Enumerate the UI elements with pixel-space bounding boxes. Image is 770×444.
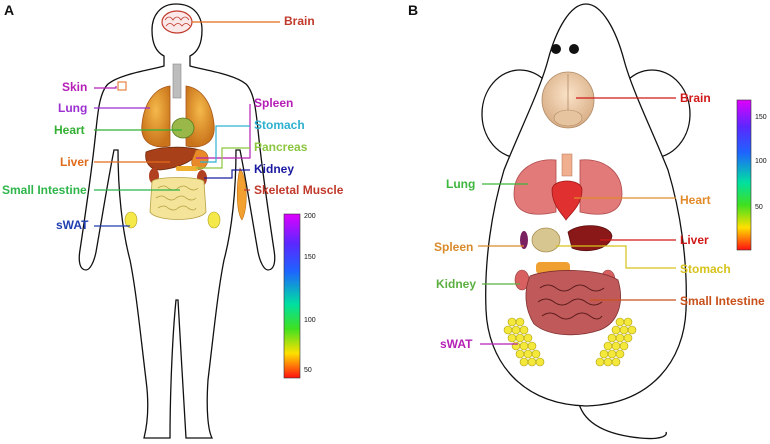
mouse-eye-left (551, 44, 561, 54)
label-a-kidney: Kidney (254, 162, 295, 176)
human-small-intestine (149, 177, 207, 220)
human-heart (171, 117, 195, 139)
human-skeletal-muscle (236, 167, 247, 221)
human-lung-left (141, 85, 171, 148)
mouse-lung-left (513, 159, 557, 215)
mouse-brain (541, 71, 595, 129)
panel-a-leader-lines (94, 21, 280, 227)
scale-b-tick-100: 100 (755, 158, 767, 165)
human-figure (78, 3, 276, 439)
label-a-brain: Brain (284, 14, 315, 28)
label-a-skeletal-muscle: Skeletal Muscle (254, 183, 344, 197)
human-liver (145, 146, 201, 171)
panel-a-letter: A (4, 2, 15, 18)
human-swat-left (124, 211, 138, 229)
label-b-kidney: Kidney (436, 277, 477, 291)
label-a-small-intestine: Small Intestine (2, 183, 87, 197)
label-a-spleen: Spleen (254, 96, 294, 110)
label-a-skin: Skin (62, 80, 88, 94)
mouse-stomach (531, 227, 561, 253)
label-a-heart: Heart (54, 123, 85, 137)
scale-b-tick-50: 50 (755, 204, 763, 211)
label-b-spleen: Spleen (434, 240, 474, 254)
human-brain (161, 10, 193, 34)
scale-b-tick-150: 150 (755, 114, 767, 121)
scale-a-tick-150: 150 (304, 254, 316, 261)
label-a-lung: Lung (58, 101, 88, 115)
human-swat-right (207, 211, 221, 229)
mouse-tail (577, 399, 667, 440)
panel-b-letter: B (408, 2, 419, 18)
label-a-swat: sWAT (56, 218, 89, 232)
label-a-liver: Liver (60, 155, 89, 169)
scale-a-tick-50: 50 (304, 367, 312, 374)
human-pancreas (176, 166, 198, 171)
mouse-swat-right (595, 317, 637, 367)
label-b-lung: Lung (446, 177, 476, 191)
mouse-eye-right (569, 44, 579, 54)
mouse-small-intestine (525, 270, 621, 336)
label-b-liver: Liver (680, 233, 709, 247)
mouse-spleen (520, 231, 528, 249)
label-b-swat: sWAT (440, 337, 473, 351)
scale-a-tick-100: 100 (304, 317, 316, 324)
label-b-heart: Heart (680, 193, 711, 207)
label-b-stomach: Stomach (680, 262, 731, 276)
scale-a-tick-200: 200 (304, 213, 316, 220)
label-b-brain: Brain (680, 91, 711, 105)
panel-b-color-scale (736, 99, 752, 251)
mouse-trachea (561, 153, 573, 177)
human-body-outline (78, 3, 276, 439)
panel-b-leader-lines (478, 97, 676, 345)
label-a-pancreas: Pancreas (254, 140, 308, 154)
label-b-small-intestine: Small Intestine (680, 294, 765, 308)
mouse-heart (551, 180, 583, 221)
label-a-stomach: Stomach (254, 118, 305, 132)
panel-a-color-scale (283, 213, 301, 379)
human-trachea (172, 63, 182, 99)
mouse-liver (567, 225, 613, 252)
mouse-lung-right (579, 159, 623, 215)
mouse-figure (481, 3, 691, 440)
human-skin-box (117, 81, 127, 91)
